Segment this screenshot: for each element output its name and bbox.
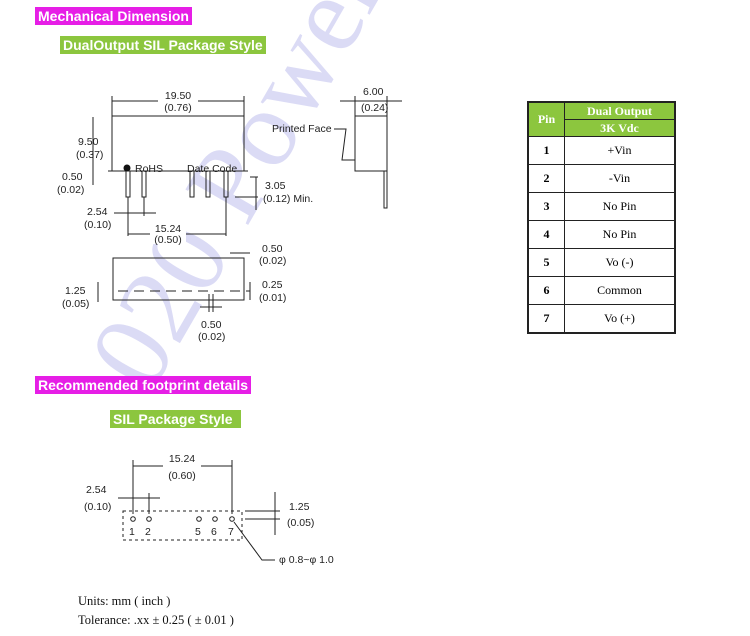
svg-text:(0.24): (0.24) bbox=[361, 102, 388, 114]
svg-text:(0.05): (0.05) bbox=[62, 298, 89, 310]
pin-number: 5 bbox=[527, 248, 565, 277]
svg-text:19.50: 19.50 bbox=[165, 90, 191, 102]
svg-text:(0.10): (0.10) bbox=[84, 501, 111, 513]
svg-text:Date Code: Date Code bbox=[187, 163, 237, 175]
pin-function: No Pin bbox=[564, 192, 676, 221]
pin-function: No Pin bbox=[564, 220, 676, 249]
svg-text:0.50: 0.50 bbox=[262, 243, 283, 255]
svg-text:(0.50): (0.50) bbox=[154, 234, 181, 246]
pin-function: Vo (+) bbox=[564, 304, 676, 334]
svg-text:(0.05): (0.05) bbox=[287, 517, 314, 529]
svg-text:5: 5 bbox=[195, 526, 201, 538]
pin-number: 4 bbox=[527, 220, 565, 249]
svg-text:7: 7 bbox=[228, 526, 234, 538]
pin-function: Vo (-) bbox=[564, 248, 676, 277]
section-footprint-style: SIL Package Style bbox=[110, 410, 241, 428]
svg-text:(0.02): (0.02) bbox=[57, 184, 84, 196]
svg-text:9.50: 9.50 bbox=[78, 136, 99, 148]
svg-text:2.54: 2.54 bbox=[87, 206, 108, 218]
table-row: 1+Vin bbox=[527, 136, 676, 165]
svg-text:(0.02): (0.02) bbox=[198, 331, 225, 343]
units-note: Units: mm ( inch ) bbox=[78, 594, 171, 608]
svg-text:2: 2 bbox=[145, 526, 151, 538]
pin-number: 3 bbox=[527, 192, 565, 221]
function-column-subheader: 3K Vdc bbox=[564, 119, 676, 137]
svg-text:15.24: 15.24 bbox=[169, 453, 195, 465]
svg-text:(0.37): (0.37) bbox=[76, 149, 103, 161]
svg-text:1: 1 bbox=[129, 526, 135, 538]
svg-text:3.05: 3.05 bbox=[265, 180, 286, 192]
svg-text:φ 0.8~φ 1.0: φ 0.8~φ 1.0 bbox=[279, 554, 334, 566]
svg-text:(0.76): (0.76) bbox=[164, 102, 191, 114]
svg-text:0.25: 0.25 bbox=[262, 279, 283, 291]
watermark: 020 Power bbox=[65, 0, 407, 407]
side-view: 6.00 (0.24) Printed Face bbox=[272, 86, 402, 209]
svg-text:0.50: 0.50 bbox=[201, 319, 222, 331]
pin-function: -Vin bbox=[564, 164, 676, 193]
svg-text:0.50: 0.50 bbox=[62, 171, 83, 183]
footprint-drawing: 1 2 5 6 7 15.24 (0.60) 2.54 (0.10) 1.25 … bbox=[84, 452, 334, 566]
svg-text:(0.12) Min.: (0.12) Min. bbox=[263, 193, 313, 205]
svg-text:Printed Face: Printed Face bbox=[272, 123, 332, 135]
svg-text:2.54: 2.54 bbox=[86, 484, 107, 496]
svg-text:1.25: 1.25 bbox=[65, 285, 86, 297]
svg-text:6.00: 6.00 bbox=[363, 86, 384, 98]
svg-text:1.25: 1.25 bbox=[289, 501, 310, 513]
tolerance-note: Tolerance: .xx ± 0.25 ( ± 0.01 ) bbox=[78, 613, 234, 627]
svg-text:(0.10): (0.10) bbox=[84, 219, 111, 231]
svg-text:15.24: 15.24 bbox=[155, 223, 181, 235]
section-footprint: Recommended footprint details bbox=[35, 376, 252, 394]
pin-function: Common bbox=[564, 276, 676, 305]
pin-number: 7 bbox=[527, 304, 565, 334]
section-mechanical-dimension: Mechanical Dimension bbox=[35, 7, 192, 25]
table-row: 2-Vin bbox=[527, 164, 676, 193]
pin-number: 1 bbox=[527, 136, 565, 165]
pin-column-header: Pin bbox=[527, 101, 565, 137]
svg-text:(0.01): (0.01) bbox=[259, 292, 286, 304]
pin-function: +Vin bbox=[564, 136, 676, 165]
section-package-style: DualOutput SIL Package Style bbox=[60, 36, 266, 54]
front-view: RoHS Date Code 19.50 (0.76) 9.50 (0.37) … bbox=[57, 90, 313, 246]
pin-number: 6 bbox=[527, 276, 565, 305]
bottom-view: 0.50 (0.02) 1.25 (0.05) 0.25 (0.01) 0.50… bbox=[62, 243, 286, 343]
svg-text:6: 6 bbox=[211, 526, 217, 538]
svg-text:RoHS: RoHS bbox=[135, 163, 163, 175]
function-column-header: Dual Output bbox=[564, 101, 676, 120]
svg-text:(0.02): (0.02) bbox=[259, 255, 286, 267]
pin-number: 2 bbox=[527, 164, 565, 193]
svg-text:(0.60): (0.60) bbox=[168, 470, 195, 482]
